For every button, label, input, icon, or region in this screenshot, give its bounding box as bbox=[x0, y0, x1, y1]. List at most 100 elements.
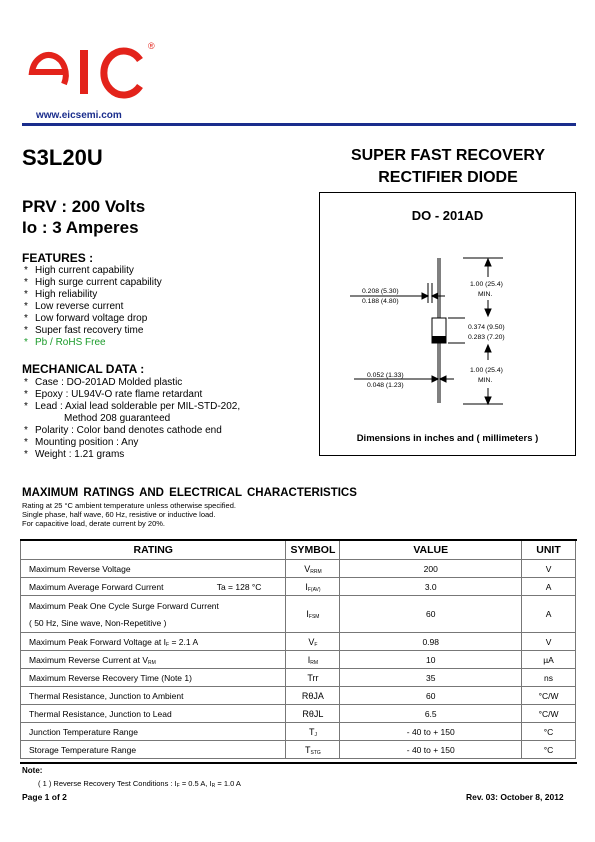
unit-cell: °C/W bbox=[521, 686, 576, 705]
package-dim-caption: Dimensions in inches and ( millimeters ) bbox=[356, 433, 539, 444]
col-header-unit: UNIT bbox=[521, 540, 576, 560]
io-rating: Io : 3 Amperes bbox=[22, 218, 139, 237]
part-number: S3L20U bbox=[22, 145, 103, 170]
mech-item: *Polarity : Color band denotes cathode e… bbox=[24, 425, 222, 436]
col-header-symbol: SYMBOL bbox=[285, 540, 341, 560]
feature-item-rohs: *Pb / RoHS Free bbox=[24, 337, 106, 348]
ratings-table: RATING SYMBOL VALUE UNIT Maximum Reverse… bbox=[19, 540, 576, 759]
value-cell: 60 bbox=[339, 686, 523, 705]
dim-lead-max: 0.208 (5.30) bbox=[362, 288, 399, 295]
table-row: Storage Temperature Range TSTG - 40 to +… bbox=[19, 740, 576, 759]
eic-logo: ® bbox=[28, 41, 155, 99]
ratings-note-2: Single phase, half wave, 60 Hz, resistiv… bbox=[22, 510, 216, 519]
table-row: Maximum Peak One Cycle Surge Forward Cur… bbox=[19, 595, 576, 633]
package-drawing: 0.208 (5.30) 0.188 (4.80) 1.00 (25.4) MI… bbox=[350, 257, 505, 406]
unit-cell: V bbox=[521, 632, 576, 651]
mech-item: *Case : DO-201AD Molded plastic bbox=[24, 377, 183, 388]
cathode-band bbox=[432, 336, 446, 343]
mech-item-cont: Method 208 guaranteed bbox=[64, 413, 171, 424]
feature-item: *High reliability bbox=[24, 289, 98, 300]
mech-item: *Epoxy : UL94V-O rate flame retardant bbox=[24, 389, 203, 400]
col-header-value: VALUE bbox=[339, 540, 523, 560]
mechanical-list: *Case : DO-201AD Molded plastic *Epoxy :… bbox=[22, 377, 240, 461]
features-heading: FEATURES : bbox=[22, 251, 94, 265]
unit-cell: ns bbox=[521, 668, 576, 687]
note-text: ( 1 ) Reverse Recovery Test Conditions :… bbox=[38, 779, 241, 789]
value-cell: 6.5 bbox=[339, 704, 523, 723]
unit-cell: A bbox=[521, 577, 576, 596]
value-cell: 3.0 bbox=[339, 577, 523, 596]
website-link[interactable]: www.eicsemi.com bbox=[36, 110, 122, 121]
ratings-note-1: Rating at 25 °C ambient temperature unle… bbox=[22, 501, 236, 510]
symbol-cell: IF(AV) bbox=[285, 577, 341, 596]
dim-wire-max: 0.052 (1.33) bbox=[367, 372, 404, 379]
table-row: Maximum Reverse Voltage VRRM 200 V bbox=[19, 559, 576, 578]
rating-cell: Maximum Peak One Cycle Surge Forward Cur… bbox=[19, 595, 287, 633]
symbol-cell: VF bbox=[285, 632, 341, 651]
value-cell: 35 bbox=[339, 668, 523, 687]
table-row: Junction Temperature Range TJ - 40 to + … bbox=[19, 722, 576, 741]
table-top-rule bbox=[20, 539, 577, 541]
table-header-row: RATING SYMBOL VALUE UNIT bbox=[19, 540, 576, 560]
dim-lead-min: 0.188 (4.80) bbox=[362, 298, 399, 305]
header-rule bbox=[22, 123, 576, 126]
value-cell: - 40 to + 150 bbox=[339, 740, 523, 759]
ratings-title: MAXIMUM RATINGS AND ELECTRICAL CHARACTER… bbox=[22, 487, 357, 499]
package-title: DO - 201AD bbox=[411, 208, 484, 223]
unit-cell: °C bbox=[521, 740, 576, 759]
rating-cell: Maximum Reverse Current at VRM bbox=[19, 650, 287, 669]
rating-cell: Thermal Resistance, Junction to Ambient bbox=[19, 686, 287, 705]
ratings-note-3: For capacitive load, derate current by 2… bbox=[22, 519, 165, 528]
product-title-line2: RECTIFIER DIODE bbox=[378, 169, 518, 186]
product-title-line1: SUPER FAST RECOVERY bbox=[350, 147, 546, 164]
rating-cell: Junction Temperature Range bbox=[19, 722, 287, 741]
unit-cell: °C/W bbox=[521, 704, 576, 723]
symbol-cell: RθJL bbox=[285, 704, 341, 723]
package-outline-box: DO - 201AD bbox=[319, 192, 576, 456]
table-row: Maximum Reverse Current at VRM IRM 10 µA bbox=[19, 650, 576, 669]
note-heading: Note: bbox=[22, 766, 43, 775]
symbol-cell: VRRM bbox=[285, 559, 341, 578]
rating-cell: Maximum Peak Forward Voltage at IF = 2.1… bbox=[19, 632, 287, 651]
value-cell: 60 bbox=[339, 595, 523, 633]
unit-cell: V bbox=[521, 559, 576, 578]
table-row: Thermal Resistance, Junction to Ambient … bbox=[19, 686, 576, 705]
feature-item: *Super fast recovery time bbox=[24, 325, 144, 336]
feature-item: *High surge current capability bbox=[24, 277, 162, 288]
page-number: Page 1 of 2 bbox=[22, 792, 67, 802]
mech-item: *Mounting position : Any bbox=[24, 437, 139, 448]
table-row: Thermal Resistance, Junction to Lead RθJ… bbox=[19, 704, 576, 723]
symbol-cell: TSTG bbox=[285, 740, 341, 759]
feature-item: *Low reverse current bbox=[24, 301, 124, 312]
rating-cell: Storage Temperature Range bbox=[19, 740, 287, 759]
col-header-rating: RATING bbox=[19, 540, 287, 560]
revision-date: Rev. 03: October 8, 2012 bbox=[466, 792, 564, 802]
value-cell: 10 bbox=[339, 650, 523, 669]
symbol-cell: IRM bbox=[285, 650, 341, 669]
value-cell: - 40 to + 150 bbox=[339, 722, 523, 741]
feature-item: *Low forward voltage drop bbox=[24, 313, 148, 324]
unit-cell: A bbox=[521, 595, 576, 633]
symbol-cell: RθJA bbox=[285, 686, 341, 705]
value-cell: 0.98 bbox=[339, 632, 523, 651]
dim-body-max: 0.374 (9.50) bbox=[468, 324, 505, 331]
dim-top-length: 1.00 (25.4) bbox=[470, 281, 503, 288]
mech-item: *Lead : Axial lead solderable per MIL-ST… bbox=[24, 401, 241, 412]
rating-cell: Thermal Resistance, Junction to Lead bbox=[19, 704, 287, 723]
table-row: Maximum Peak Forward Voltage at IF = 2.1… bbox=[19, 632, 576, 651]
dim-wire-min: 0.048 (1.23) bbox=[367, 382, 404, 389]
dim-bottom-min: MIN. bbox=[478, 377, 492, 384]
symbol-cell: Trr bbox=[285, 668, 341, 687]
dim-body-min: 0.283 (7.20) bbox=[468, 334, 505, 341]
symbol-cell: IFSM bbox=[285, 595, 341, 633]
prv-rating: PRV : 200 Volts bbox=[22, 197, 146, 216]
rating-cell: Maximum Reverse Voltage bbox=[19, 559, 287, 578]
dim-bottom-length: 1.00 (25.4) bbox=[470, 367, 503, 374]
value-cell: 200 bbox=[339, 559, 523, 578]
rating-cell: Maximum Reverse Recovery Time (Note 1) bbox=[19, 668, 287, 687]
features-list: *High current capability *High surge cur… bbox=[22, 265, 162, 349]
mech-item: *Weight : 1.21 grams bbox=[24, 449, 125, 460]
dim-top-min: MIN. bbox=[478, 291, 492, 298]
